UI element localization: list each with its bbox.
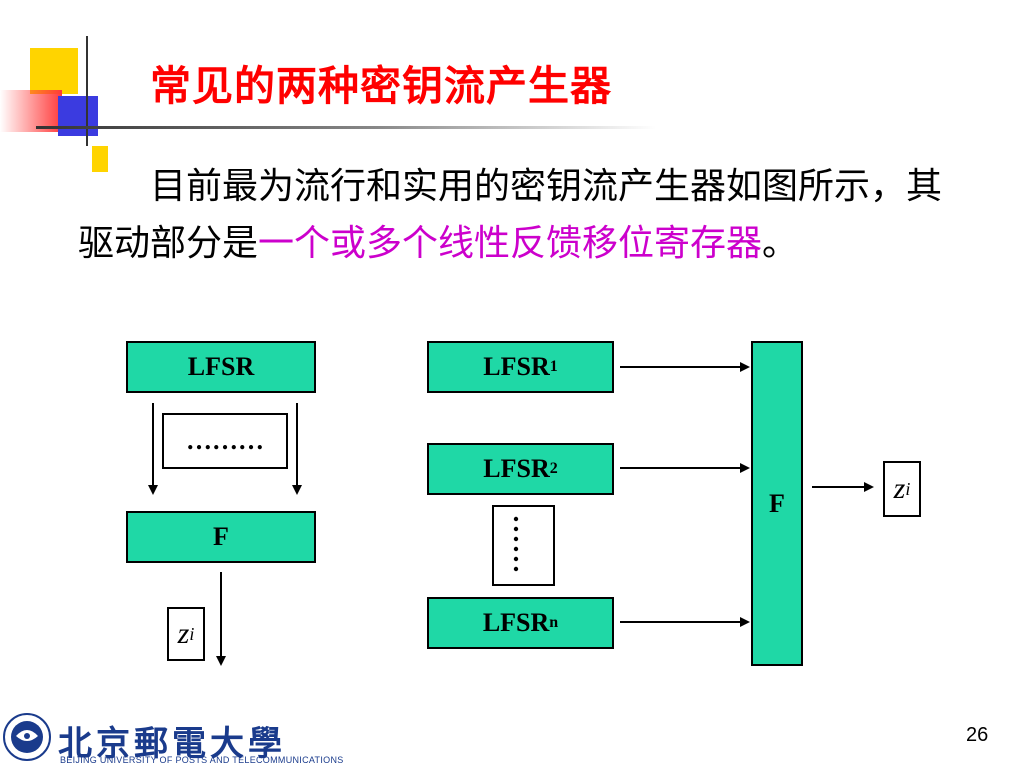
lfsr2-label: LFSR	[483, 454, 550, 483]
lfsr1-sub: 1	[549, 358, 558, 375]
vertical-dots-box	[492, 505, 555, 586]
lfsr-box: LFSR	[126, 341, 316, 393]
university-name-en: BEIJING UNIVERSITY OF POSTS AND TELECOMM…	[60, 755, 344, 765]
dots-box: ………	[162, 413, 288, 469]
lfsr2-sub: 2	[549, 460, 558, 477]
body-text-plain: 目前最为流行和实用的密钥流产生器如图所示，其驱动部分是	[78, 166, 943, 264]
f-label-left: F	[213, 522, 229, 551]
f-label-right: F	[769, 488, 785, 518]
decor-red-gradient	[0, 90, 62, 132]
zi-var-left: z	[177, 617, 190, 650]
decor-yellow-small	[92, 146, 108, 172]
zi-sub-left: i	[189, 623, 195, 644]
dots-label: ………	[186, 426, 264, 455]
decor-vertical-line	[86, 36, 88, 146]
zi-sub-right: i	[905, 478, 911, 499]
decor-blue-square	[58, 96, 98, 136]
university-name-cn: 北京郵電大學	[58, 724, 286, 764]
body-paragraph: 目前最为流行和实用的密钥流产生器如图所示，其驱动部分是一个或多个线性反馈移位寄存…	[78, 158, 948, 272]
body-text-highlight: 一个或多个线性反馈移位寄存器	[258, 223, 763, 264]
page-number: 26	[966, 724, 989, 746]
decor-yellow-square	[30, 48, 78, 94]
lfsrn-sub: n	[549, 614, 559, 631]
zi-var-right: z	[893, 472, 906, 505]
f-box-left: F	[126, 511, 316, 563]
university-emblem-icon	[3, 713, 51, 761]
body-text-period: 。	[762, 223, 799, 264]
lfsrn-label: LFSR	[482, 608, 550, 637]
lfsr-label: LFSR	[187, 352, 255, 381]
slide-title: 常见的两种密钥流产生器	[150, 62, 612, 110]
vertical-dots-icon	[513, 516, 519, 572]
lfsr1-label: LFSR	[483, 352, 550, 381]
title-underline	[36, 126, 656, 129]
f-box-right: F	[751, 341, 803, 666]
